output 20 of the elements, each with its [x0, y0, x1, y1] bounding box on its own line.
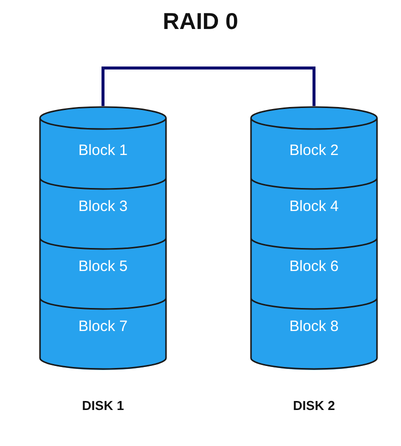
connector-line: [102, 66, 316, 106]
disk-block: Block 5: [39, 238, 167, 298]
disk-block: Block 6: [250, 238, 378, 298]
node-label: Block 2: [289, 142, 339, 159]
node-label: Block 7: [78, 318, 128, 335]
diagram-title: RAID 0: [162, 8, 238, 35]
disk-label: DISK 1: [82, 398, 124, 413]
node-label: Block 3: [78, 198, 128, 215]
disk-label: DISK 2: [293, 398, 335, 413]
disk-block: Block 7: [39, 298, 167, 370]
node-label: Block 6: [289, 258, 339, 275]
disk-block: Block 8: [250, 298, 378, 370]
disk-block: Block 4: [250, 178, 378, 238]
node-label: Block 4: [289, 198, 339, 215]
node-label: Block 8: [289, 318, 339, 335]
node-label: Block 1: [78, 142, 128, 159]
node-label: Block 5: [78, 258, 128, 275]
disk-block: Block 3: [39, 178, 167, 238]
disk-block: Block 1: [39, 106, 167, 178]
disk-block: Block 2: [250, 106, 378, 178]
